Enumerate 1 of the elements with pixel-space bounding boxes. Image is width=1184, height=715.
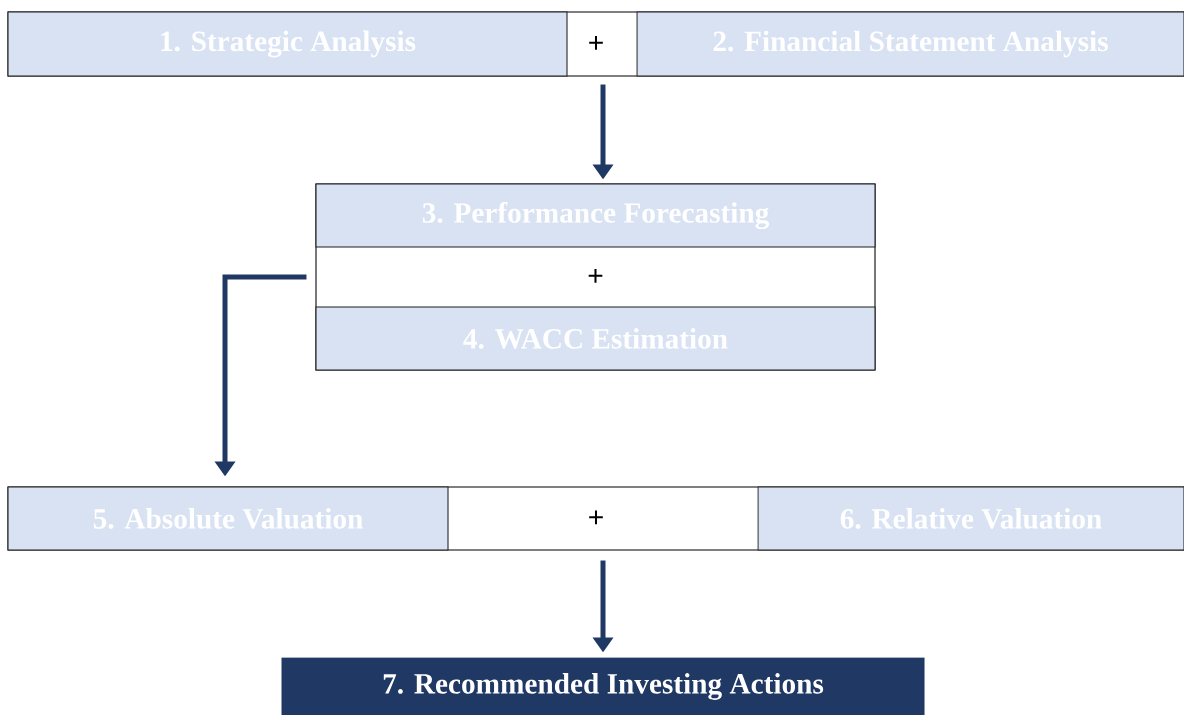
result-box: 7. Recommended Investing Actions <box>281 657 925 715</box>
